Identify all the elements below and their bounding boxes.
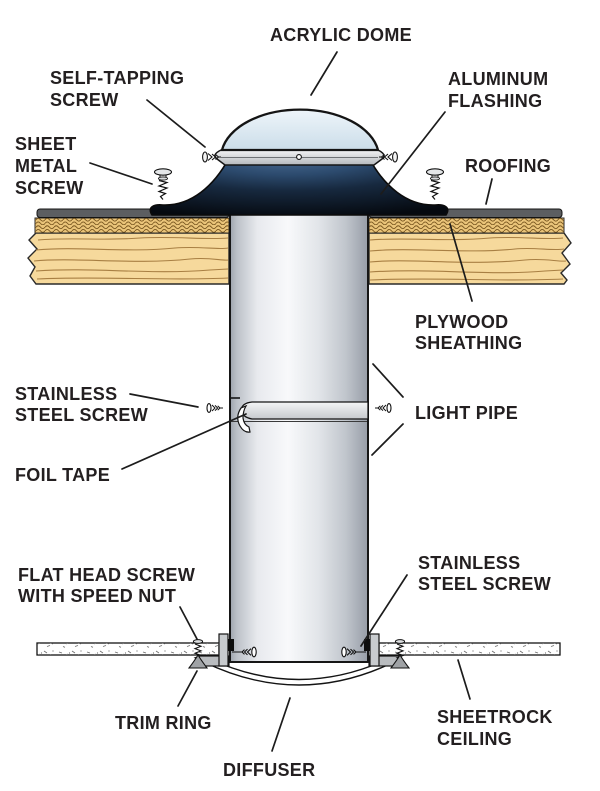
sheet-metal-screw-right-icon [425,168,445,200]
acrylic-dome [220,108,380,152]
label-plywood-sheathing-line2: SHEATHING [415,333,522,353]
roof-right-section [368,208,572,285]
wood-grain-left [33,236,229,280]
stainless-screw-mid-right-icon [375,403,392,413]
leader-sheetrock-ceiling [457,659,471,700]
self-tapping-screw-right-icon [379,151,398,163]
plywood-braid-texture-left [35,218,229,233]
light-pipe [229,199,369,663]
leader-plywood-sheathing [449,223,473,302]
leader-lines [89,51,493,752]
roof-left-section [27,208,230,285]
foil-tape-curl [237,404,251,433]
label-sheet-metal-screw-line2: METAL [15,156,77,176]
label-plywood-sheathing-line1: PLYWOOD [415,312,508,332]
label-light-pipe: LIGHT PIPE [415,403,518,423]
speed-nut-right [389,653,411,669]
leader-diffuser [271,697,291,752]
label-stainless-screw-mid-line2: STEEL SCREW [15,405,148,425]
label-diffuser: DIFFUSER [223,760,315,780]
trim-ring-gasket-left [228,639,234,651]
leader-sheet-metal-screw [89,162,153,185]
label-sheetrock-ceiling-line1: SHEETROCK [437,707,553,727]
foil-tape [240,401,369,420]
label-sheet-metal-screw-line1: SHEET [15,134,77,154]
flat-head-screw-left-icon [187,639,209,669]
trim-ring-gasket-right [364,639,370,651]
lumber-right [368,232,572,285]
sheetrock-texture-right [379,643,560,655]
plywood-braid-texture-right [369,218,564,233]
leader-stainless-screw-mid [129,393,199,408]
sheet-metal-screw-left-icon [153,168,173,200]
label-self-tapping-screw-line1: SELF-TAPPING [50,68,184,88]
trim-ring-flange-right [369,633,380,667]
leader-self-tapping-screw [146,99,206,148]
wood-grain-right [369,236,567,281]
self-tapping-screw-left-icon [202,151,221,163]
leader-acrylic-dome [310,51,338,96]
labels: ACRYLIC DOME SELF-TAPPING SCREW ALUMINUM… [15,25,553,780]
leader-light-pipe-lower [371,423,404,456]
label-roofing: ROOFING [465,156,551,176]
label-stainless-screw-mid-line1: STAINLESS [15,384,117,404]
label-stainless-screw-bottom-line1: STAINLESS [418,553,520,573]
leader-flat-head-screw [179,606,198,640]
leader-aluminum-flashing [380,111,446,195]
leader-roofing [485,178,493,205]
flat-head-screw-right-icon [389,639,411,669]
label-flat-head-screw-line2: WITH SPEED NUT [18,586,176,606]
label-sheet-metal-screw-line3: SCREW [15,178,84,198]
leader-light-pipe-upper [372,363,404,398]
label-foil-tape: FOIL TAPE [15,465,110,485]
speed-nut-left [187,653,209,669]
leader-foil-tape [121,413,247,470]
collar-screw-hole [296,154,302,160]
ceiling-assembly [36,633,561,686]
stainless-screw-bottom-left-icon [232,646,257,658]
label-flat-head-screw-line1: FLAT HEAD SCREW [18,565,195,585]
leader-stainless-screw-bottom [360,574,408,647]
label-aluminum-flashing-line2: FLASHING [448,91,542,111]
label-trim-ring: TRIM RING [115,713,212,733]
label-acrylic-dome: ACRYLIC DOME [270,25,412,45]
label-stainless-screw-bottom-line2: STEEL SCREW [418,574,551,594]
label-sheetrock-ceiling-line2: CEILING [437,729,512,749]
trim-ring-flange-left [218,633,229,667]
stainless-screw-mid-left-icon [206,403,223,413]
label-aluminum-flashing-line1: ALUMINUM [448,69,548,89]
leader-trim-ring [177,670,198,707]
stainless-screw-bottom-right-icon [341,646,366,658]
sheetrock-texture-left [37,643,219,655]
label-self-tapping-screw-line2: SCREW [50,90,119,110]
